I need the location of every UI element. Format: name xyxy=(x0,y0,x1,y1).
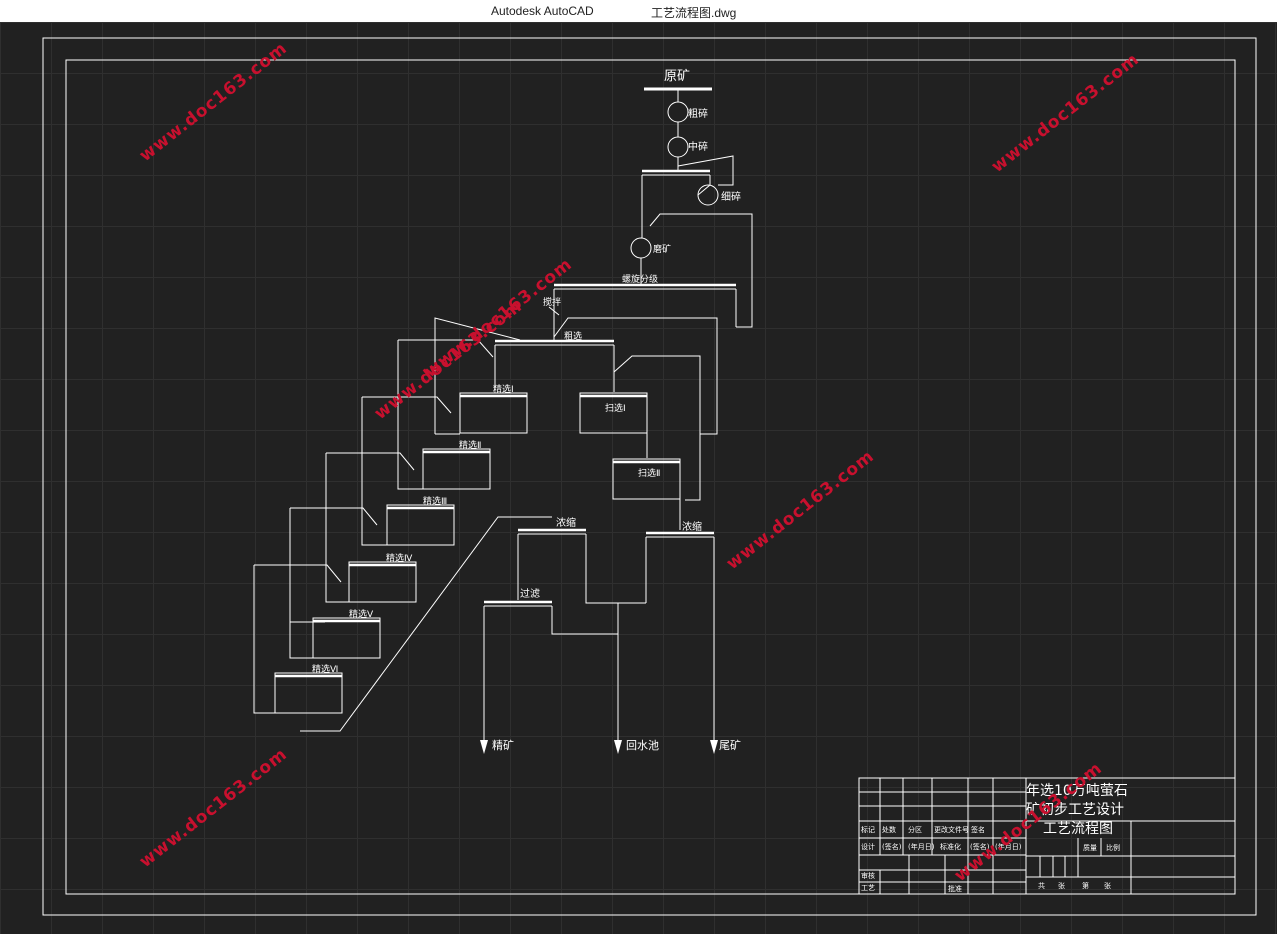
tb-change-doc: 更改文件号 xyxy=(934,825,969,834)
drawing-svg[interactable]: 原矿 粗碎 中碎 细碎 磨矿 螺旋分级 搅拌 粗选 精选Ⅰ 扫选Ⅰ 扫选Ⅱ 精选… xyxy=(0,22,1277,934)
label-medium-crush: 中碎 xyxy=(688,140,708,153)
label-cleaner-4: 精选Ⅳ xyxy=(386,552,413,564)
watermark: www.doc163.com xyxy=(988,49,1144,177)
tb-zone: 分区 xyxy=(908,825,922,834)
tb-mark: 标记 xyxy=(861,825,875,834)
tb-page-no: 第 xyxy=(1082,881,1089,890)
fine-crusher-symbol xyxy=(697,184,719,206)
label-cleaner-2: 精选Ⅱ xyxy=(459,439,481,451)
title-line-2: 矿初步工艺设计 xyxy=(1026,801,1124,818)
title-line-3: 工艺流程图 xyxy=(1043,821,1113,837)
label-coarse-crush: 粗碎 xyxy=(688,107,708,120)
tb-design: 设计 xyxy=(861,842,875,851)
medium-crusher-symbol xyxy=(667,136,689,158)
tb-process: 工艺 xyxy=(861,884,875,892)
app-name: Autodesk AutoCAD xyxy=(491,4,594,18)
coarse-crusher-symbol xyxy=(667,101,689,123)
tb-approve: 批准 xyxy=(948,884,962,893)
grinding-mill-symbol xyxy=(630,237,652,259)
return-pool-arrow xyxy=(614,740,622,754)
file-name: 工艺流程图.dwg xyxy=(651,6,737,20)
tb-sheet-2: 张 xyxy=(1104,881,1111,890)
label-filter: 过滤 xyxy=(520,587,540,600)
label-thicken-2: 浓缩 xyxy=(682,520,702,533)
watermark: www.doc163.com xyxy=(723,446,879,574)
title-block xyxy=(858,777,1236,895)
tb-scale: 比例 xyxy=(1106,843,1120,852)
tb-date: (年月日) xyxy=(908,842,935,851)
label-rougher: 粗选 xyxy=(564,330,582,342)
tailings-arrow xyxy=(710,740,718,754)
label-cleaner-5: 精选Ⅴ xyxy=(349,608,374,620)
concentrate-arrow xyxy=(480,740,488,754)
label-scavenger-1: 扫选Ⅰ xyxy=(605,402,626,414)
label-fine-crush: 细碎 xyxy=(721,190,741,203)
watermark: www.doc163.com xyxy=(136,38,292,166)
tb-sign-2: (签名) xyxy=(970,842,990,851)
tb-date-2: (年月日) xyxy=(995,842,1022,851)
tb-sign: 签名 xyxy=(971,825,985,834)
outer-frame xyxy=(42,37,1257,916)
label-ore: 原矿 xyxy=(664,69,690,84)
label-scavenger-2: 扫选Ⅱ xyxy=(638,467,660,479)
tb-count: 处数 xyxy=(882,825,896,834)
label-cleaner-3: 精选Ⅲ xyxy=(423,495,447,507)
tb-sign-name: (签名) xyxy=(882,842,902,851)
watermark: www.doc163.com xyxy=(421,254,577,382)
window-titlebar: Autodesk AutoCAD 工艺流程图.dwg xyxy=(0,0,1277,22)
tb-total: 共 xyxy=(1038,881,1045,890)
inner-frame xyxy=(65,59,1236,895)
title-line-1: 年选10万吨萤石 xyxy=(1026,783,1128,799)
label-tailings: 尾矿 xyxy=(719,739,741,752)
label-grinding: 磨矿 xyxy=(653,243,671,255)
tb-review: 审核 xyxy=(861,871,875,880)
drawing-canvas[interactable]: 原矿 粗碎 中碎 细碎 磨矿 螺旋分级 搅拌 粗选 精选Ⅰ 扫选Ⅰ 扫选Ⅱ 精选… xyxy=(0,22,1277,934)
watermark: www.doc163.com xyxy=(136,744,292,872)
tb-standardize: 标准化 xyxy=(940,842,961,851)
tb-weight: 质量 xyxy=(1083,843,1097,852)
label-spiral-classify: 螺旋分级 xyxy=(622,273,658,285)
label-cleaner-6: 精选Ⅵ xyxy=(312,663,338,675)
label-stir: 搅拌 xyxy=(543,296,561,308)
tb-sheet: 张 xyxy=(1058,881,1065,890)
label-concentrate: 精矿 xyxy=(492,739,514,752)
label-return-pool: 回水池 xyxy=(626,739,659,752)
label-cleaner-1: 精选Ⅰ xyxy=(493,383,514,395)
label-thicken-1: 浓缩 xyxy=(556,516,576,529)
